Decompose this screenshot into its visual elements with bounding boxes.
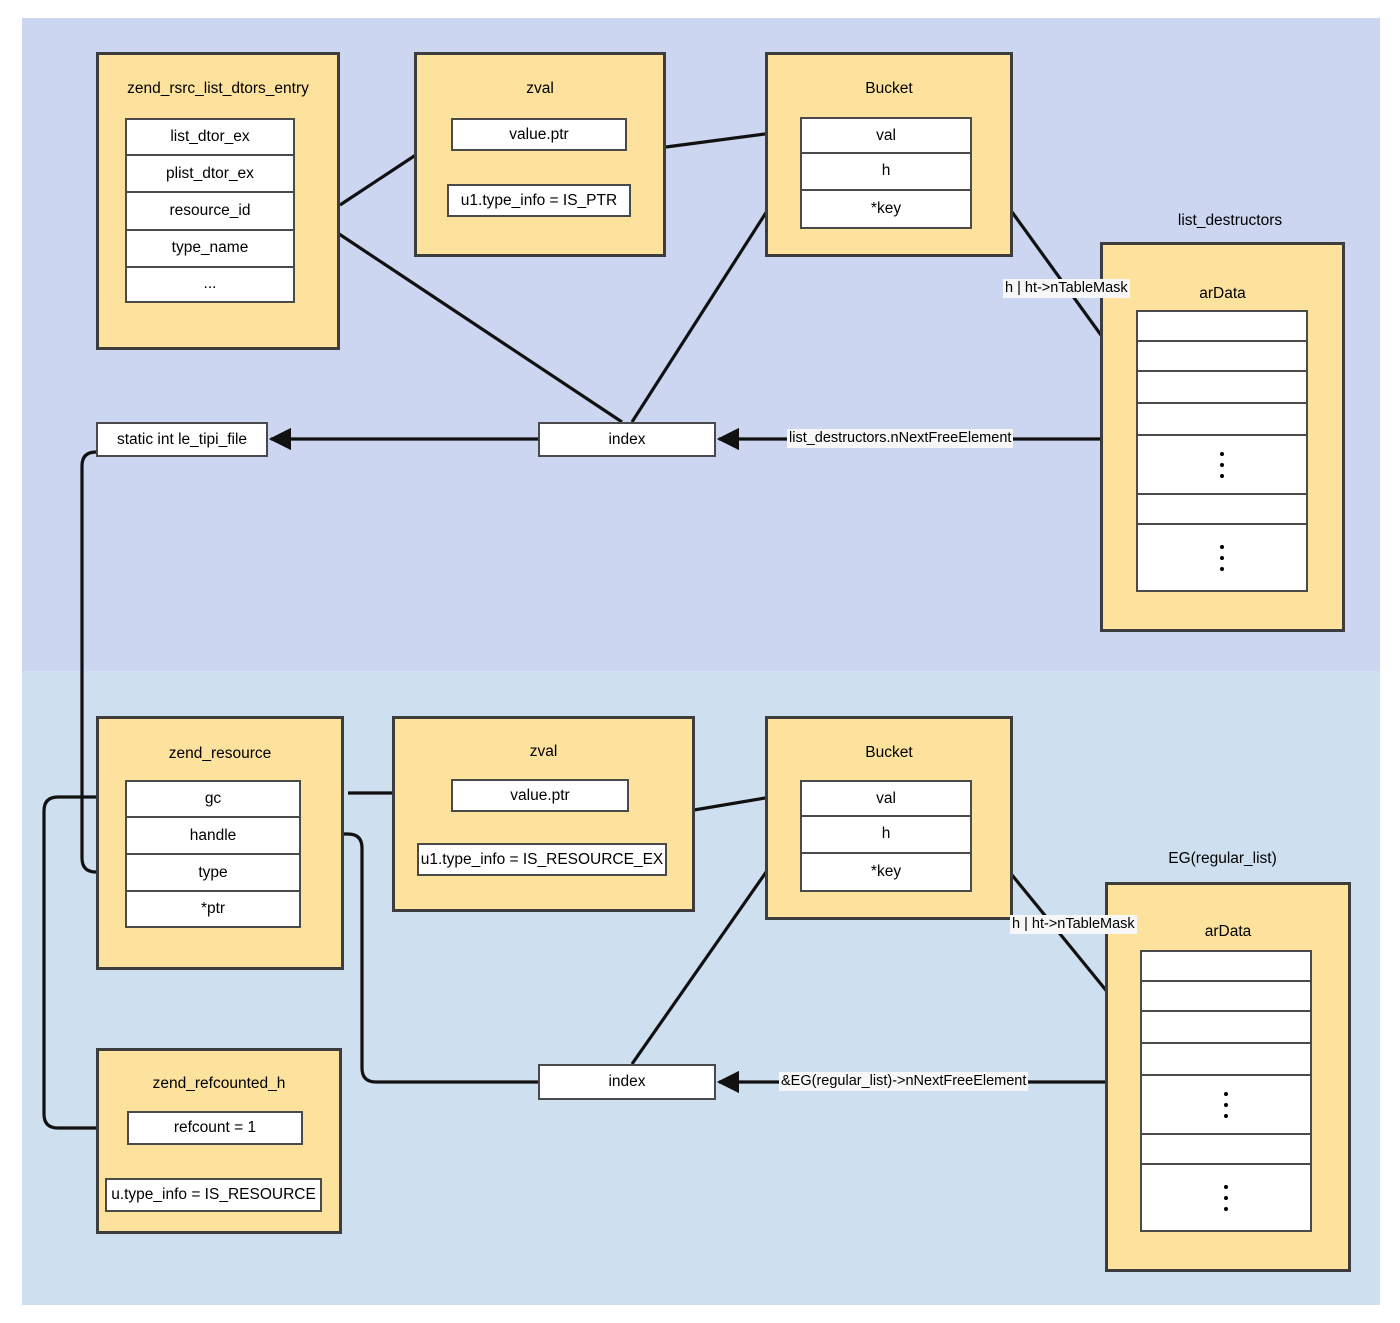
field-gc: gc xyxy=(127,782,299,818)
ardata-cells-top xyxy=(1136,310,1308,592)
group-title-ardata-top: arData xyxy=(1199,285,1246,302)
ardata-cell-ellipsis xyxy=(1142,1165,1310,1230)
field-bucket-key-bottom: *key xyxy=(802,853,970,890)
ardata-cell xyxy=(1142,1044,1310,1076)
field-ptr: *ptr xyxy=(127,892,299,926)
field-zval-type-info-top: u1.type_info = IS_PTR xyxy=(447,184,631,217)
field-zval-value-ptr-top: value.ptr xyxy=(451,118,627,151)
ardata-cell xyxy=(1142,982,1310,1012)
ardata-cell xyxy=(1142,1135,1310,1165)
ardata-cell xyxy=(1138,342,1306,372)
field-refcounted-type-info: u.type_info = IS_RESOURCE xyxy=(105,1178,322,1212)
field-zval-type-info-bottom: u1.type_info = IS_RESOURCE_EX xyxy=(417,843,667,876)
ardata-cell-ellipsis xyxy=(1138,436,1306,495)
edge-label-next-free-top: list_destructors.nNextFreeElement xyxy=(787,429,1014,448)
ardata-cell xyxy=(1138,495,1306,525)
ardata-cell xyxy=(1138,312,1306,342)
field-list-dtor-ex: list_dtor_ex xyxy=(127,120,293,157)
group-title-zend-refcounted-h: zend_refcounted_h xyxy=(152,1075,286,1092)
ardata-cell xyxy=(1138,404,1306,436)
edge-label-table-mask-top: h | ht->nTableMask xyxy=(1003,279,1130,298)
ardata-cell xyxy=(1138,372,1306,404)
ardata-cell-ellipsis xyxy=(1138,525,1306,590)
group-title-bucket-top: Bucket xyxy=(865,80,913,97)
group-zval-bottom: zval xyxy=(392,716,695,912)
field-bucket-h-bottom: h xyxy=(802,817,970,854)
group-title-zend-resource: zend_resource xyxy=(168,745,272,762)
field-bucket-h-top: h xyxy=(802,154,970,191)
field-type: type xyxy=(127,855,299,892)
edge-label-next-free-bottom: &EG(regular_list)->nNextFreeElement xyxy=(779,1072,1029,1091)
label-eg-regular-list: EG(regular_list) xyxy=(1168,850,1277,867)
label-list-destructors: list_destructors xyxy=(1177,212,1283,229)
node-index-top[interactable]: index xyxy=(538,422,716,457)
group-title-ardata-bottom: arData xyxy=(1204,923,1252,940)
edge-label-table-mask-bottom: h | ht->nTableMask xyxy=(1010,915,1137,934)
group-zval-top: zval xyxy=(414,52,666,257)
field-resource-id: resource_id xyxy=(127,193,293,231)
field-zval-value-ptr-bottom: value.ptr xyxy=(451,779,629,812)
field-bucket-key-top: *key xyxy=(802,190,970,227)
field-ellipsis: ... xyxy=(127,267,293,301)
field-plist-dtor-ex: plist_dtor_ex xyxy=(127,156,293,194)
node-static-int-le-tipi-file[interactable]: static int le_tipi_file xyxy=(96,422,268,457)
field-stack-bucket-top: val h *key xyxy=(800,117,972,229)
field-stack-zend-resource: gc handle type *ptr xyxy=(125,780,301,928)
field-bucket-val-bottom: val xyxy=(802,782,970,818)
group-title-zval-top: zval xyxy=(526,80,554,97)
group-title-zval-bottom: zval xyxy=(529,743,558,760)
field-handle: handle xyxy=(127,818,299,855)
node-index-bottom[interactable]: index xyxy=(538,1064,716,1100)
field-type-name: type_name xyxy=(127,230,293,268)
field-refcount: refcount = 1 xyxy=(127,1111,303,1145)
ardata-cell-ellipsis xyxy=(1142,1076,1310,1135)
field-bucket-val-top: val xyxy=(802,119,970,155)
group-title-bucket-bottom: Bucket xyxy=(865,744,913,761)
field-stack-bucket-bottom: val h *key xyxy=(800,780,972,892)
ardata-cell xyxy=(1142,1012,1310,1044)
group-title-dtors-entry: zend_rsrc_list_dtors_entry xyxy=(127,80,309,97)
ardata-cell xyxy=(1142,952,1310,982)
field-stack-dtors-entry: list_dtor_ex plist_dtor_ex resource_id t… xyxy=(125,118,295,303)
ardata-cells-bottom xyxy=(1140,950,1312,1232)
